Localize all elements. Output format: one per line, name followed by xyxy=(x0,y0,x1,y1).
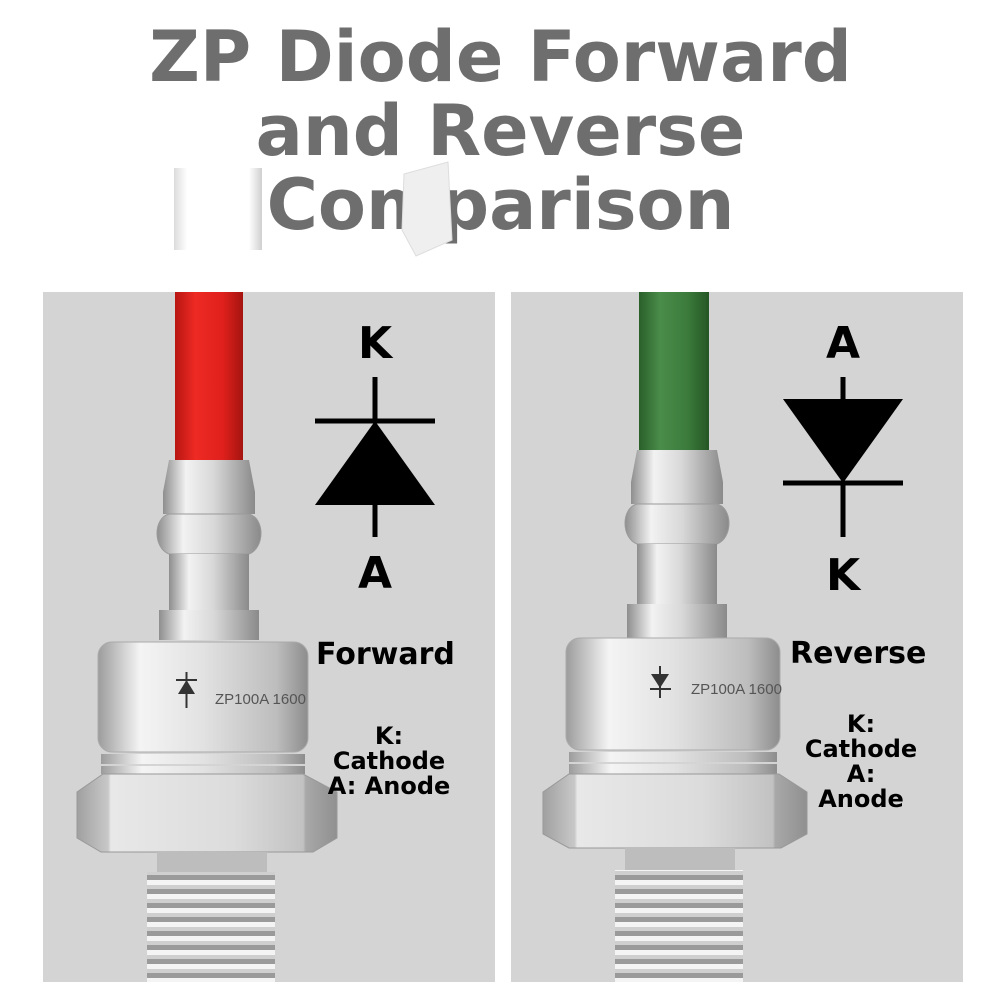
reverse-legend-line-3: A: xyxy=(846,760,876,788)
reverse-bottom-letter: K xyxy=(825,550,861,601)
title-line-2: and Reverse xyxy=(255,90,746,172)
page-title: ZP Diode Forward and Reverse Comparison xyxy=(0,20,1001,242)
reverse-legend-line-1: K: xyxy=(846,710,876,738)
forward-panel: ZP100A 1600 K A Forward K: Cathode A: An… xyxy=(43,292,495,982)
reverse-part-marking: ZP100A 1600 xyxy=(691,681,782,698)
reverse-legend: K: Cathode A: Anode xyxy=(799,712,923,812)
forward-legend-line-3: A: Anode xyxy=(327,772,451,800)
forward-legend: K: Cathode A: Anode xyxy=(325,724,453,799)
diode-pointing-down-icon xyxy=(783,377,903,537)
diode-pointing-up-icon xyxy=(315,377,435,537)
reverse-panel: ZP100A 1600 A K Reverse K: Cathode A: An… xyxy=(511,292,963,982)
forward-stud-diode-image: ZP100A 1600 xyxy=(76,292,338,982)
reverse-top-letter: A xyxy=(825,318,861,369)
decorative-white-block-left xyxy=(174,168,262,250)
forward-part-marking: ZP100A 1600 xyxy=(215,691,306,708)
reverse-stud-diode-image: ZP100A 1600 xyxy=(542,292,808,982)
forward-legend-line-2: Cathode xyxy=(332,747,446,775)
decorative-white-block-right xyxy=(401,161,453,257)
title-line-1: ZP Diode Forward xyxy=(149,16,852,98)
reverse-mode-label: Reverse xyxy=(790,636,927,671)
reverse-legend-line-2: Cathode xyxy=(804,735,918,763)
forward-legend-line-1: K: xyxy=(374,722,404,750)
reverse-legend-line-4: Anode xyxy=(818,785,904,813)
title-line-3: Comparison xyxy=(266,164,735,246)
forward-bottom-letter: A xyxy=(357,548,393,599)
forward-top-letter: K xyxy=(357,318,393,369)
forward-mode-label: Forward xyxy=(316,637,455,672)
